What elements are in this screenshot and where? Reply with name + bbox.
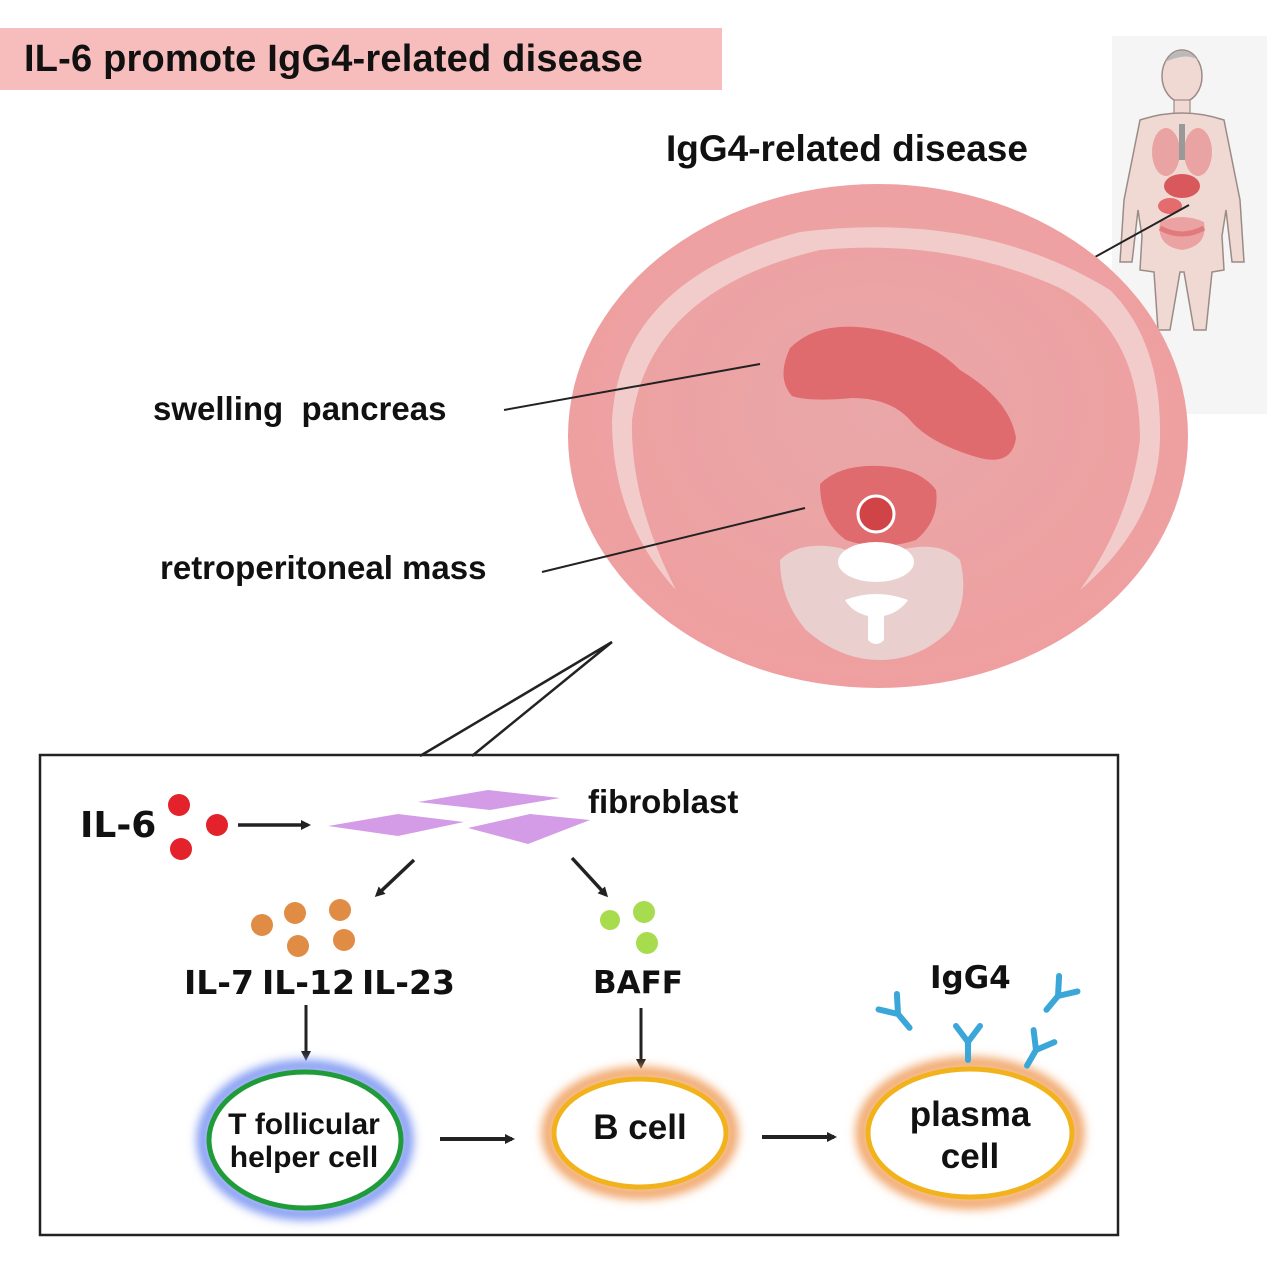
igg4-antibody-icons	[875, 973, 1081, 1069]
tfh-label-line1: T follicular	[228, 1108, 380, 1141]
plasma-label-line1: plasma	[909, 1095, 1031, 1134]
abdominal-cross-section	[568, 184, 1188, 688]
cytokine-label-il12: IL-12	[262, 963, 355, 1002]
tfh-label-line2: helper cell	[229, 1141, 379, 1174]
cytokine-dots	[251, 899, 355, 957]
body-callout-line	[1085, 204, 1190, 263]
disease-heading: IgG4-related disease	[666, 128, 1028, 169]
human-body-icon	[1112, 36, 1267, 414]
baff-dots	[600, 901, 658, 954]
baff-label: BAFF	[593, 965, 683, 1001]
zoom-wedge	[419, 640, 613, 758]
retroperitoneal-mass-label: retroperitoneal mass	[160, 549, 487, 586]
fibroblast-to-cytokines-arrow	[374, 858, 416, 898]
il6-label: IL-6	[80, 805, 157, 846]
pancreas-label: swelling pancreas	[153, 390, 447, 427]
tfh-cell	[197, 1060, 413, 1220]
pancreas-shape	[783, 326, 1016, 460]
pancreas-callout-line	[503, 363, 761, 411]
cytokine-label-il7: IL-7	[184, 963, 254, 1002]
b-cell	[542, 1067, 738, 1199]
fibroblast-cells	[328, 790, 590, 844]
page-title: IL-6 promote IgG4-related disease	[24, 38, 643, 80]
cytokine-label-il23: IL-23	[362, 963, 455, 1002]
igg4-label: IgG4	[930, 960, 1011, 996]
fibroblast-label: fibroblast	[588, 783, 739, 820]
bcell-label: B cell	[593, 1108, 687, 1147]
mass-callout-line	[541, 507, 806, 573]
plasma-label-line2: cell	[940, 1137, 1000, 1176]
fibroblast-to-baff-arrow	[570, 856, 609, 898]
il6-dots	[168, 794, 228, 860]
detail-box	[38, 753, 1120, 1237]
title-banner	[0, 28, 722, 90]
plasma-cell	[856, 1057, 1084, 1209]
